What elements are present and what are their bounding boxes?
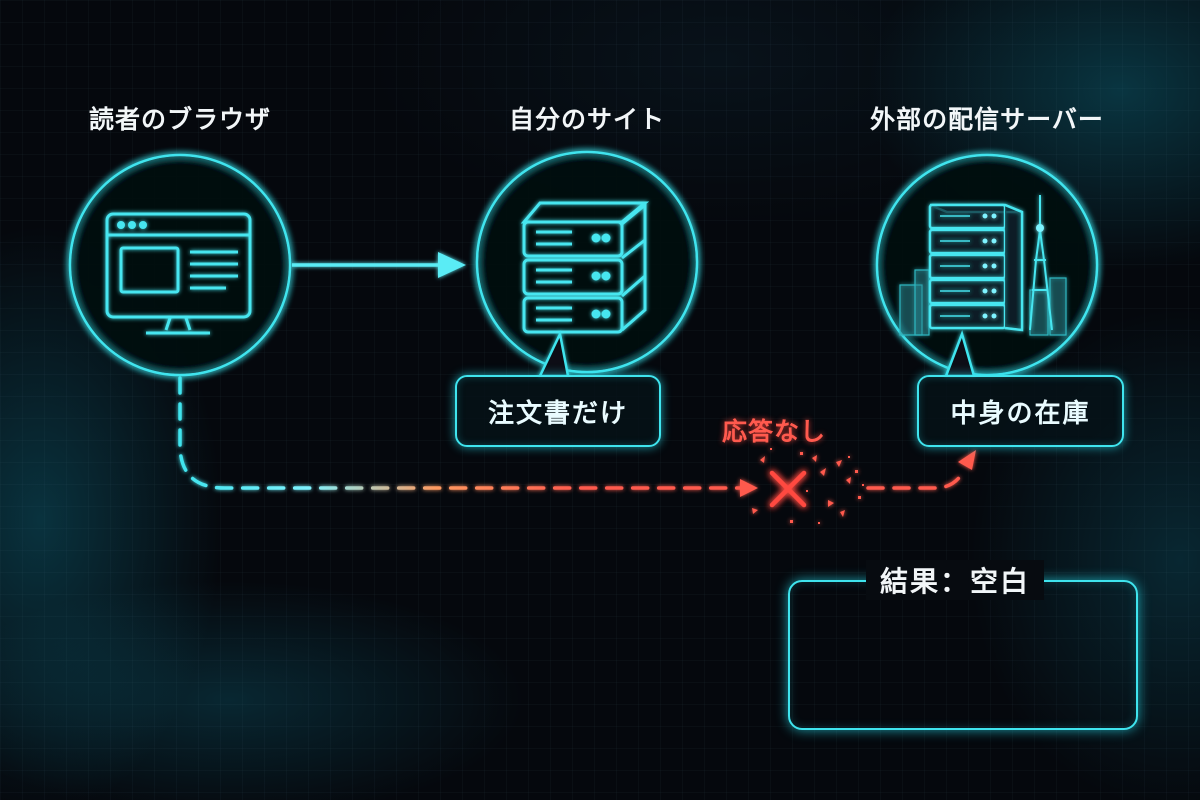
- monitor-icon: [105, 212, 252, 335]
- request-arrow: [292, 252, 466, 278]
- failed-request-path: [178, 376, 966, 490]
- result-box: [788, 580, 1138, 730]
- server-callout: 中身の在庫: [917, 375, 1124, 447]
- cross-x-icon: [769, 470, 807, 508]
- site-callout: 注文書だけ: [455, 375, 661, 447]
- failed-arrowhead: [740, 479, 758, 497]
- site-node: [475, 150, 699, 374]
- server-stack-icon: [520, 201, 650, 334]
- datacenter-city-icon: [899, 195, 1067, 336]
- browser-title: 読者のブラウザ: [88, 105, 271, 134]
- browser-node: [68, 153, 292, 377]
- server-title: 外部の配信サーバー: [870, 105, 1104, 134]
- site-title: 自分のサイト: [508, 105, 665, 134]
- debris-particles: [752, 448, 864, 524]
- server-arrowhead: [958, 450, 976, 470]
- no-response-label: 応答なし: [722, 417, 827, 446]
- result-title: 結果：空白: [866, 560, 1045, 600]
